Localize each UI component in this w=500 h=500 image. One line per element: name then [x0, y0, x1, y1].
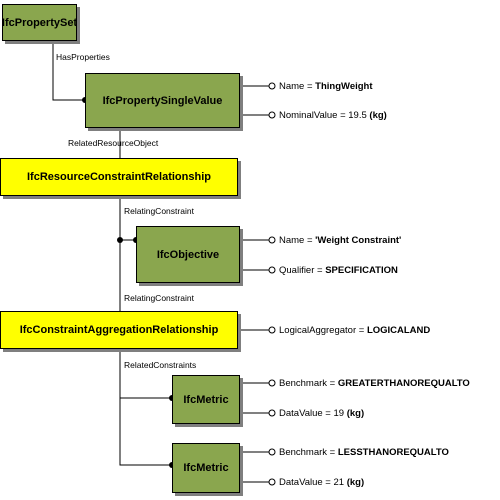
ifc-property-set-box: IfcPropertySet	[2, 4, 77, 41]
entity-label: IfcResourceConstraintRelationship	[27, 171, 211, 183]
entity-label: IfcMetric	[183, 462, 229, 474]
entity-label: IfcPropertySingleValue	[102, 94, 223, 107]
attribute-circle	[268, 409, 276, 417]
ifc-metric-box-1: IfcMetric	[172, 375, 240, 424]
related-constraints-label: RelatedConstraints	[124, 360, 197, 370]
entity-label: IfcMetric	[183, 393, 229, 406]
attribute-circle	[268, 111, 276, 119]
attribute-circle	[268, 478, 276, 486]
psv-nominal-value-attribute: NominalValue = 19.5 (kg)	[279, 110, 387, 121]
ifc-metric-box-2: IfcMetric	[172, 443, 240, 493]
logical-aggregator-attribute: LogicalAggregator = LOGICALAND	[279, 325, 431, 336]
has-properties-label: HasProperties	[56, 52, 110, 62]
attribute-circle	[268, 236, 276, 244]
relating-constraint-line-1	[119, 196, 136, 241]
entity-label: IfcConstraintAggregationRelationship	[19, 324, 219, 336]
attribute-circle	[268, 82, 276, 90]
ifc-objective-box: IfcObjective	[136, 226, 240, 283]
related-resource-object-label: RelatedResourceObject	[68, 138, 159, 148]
attribute-circle	[268, 448, 276, 456]
metric2-benchmark-attribute: Benchmark = LESSTHANOREQUALTO	[279, 447, 449, 458]
connector-dot	[117, 237, 123, 243]
ifc-resource-constraint-relationship-box: IfcResourceConstraintRelationship	[0, 158, 238, 196]
metric1-benchmark-attribute: Benchmark = GREATERTHANOREQUALTO	[279, 378, 470, 389]
metric1-datavalue-attribute: DataValue = 19 (kg)	[279, 408, 365, 419]
has-properties-line	[52, 41, 85, 101]
ifc-constraint-aggregation-relationship-box: IfcConstraintAggregationRelationship	[0, 311, 238, 349]
attribute-circle	[268, 266, 276, 274]
relating-constraint-label-1: RelatingConstraint	[124, 206, 194, 216]
relating-constraint-label-2: RelatingConstraint	[124, 293, 194, 303]
attribute-circle	[268, 326, 276, 334]
metric2-datavalue-attribute: DataValue = 21 (kg)	[279, 477, 365, 488]
entity-label: IfcPropertySet	[1, 16, 78, 29]
objective-qualifier-attribute: Qualifier = SPECIFICATION	[279, 265, 398, 276]
psv-name-attribute: Name = ThingWeight	[279, 81, 373, 92]
attribute-circle	[268, 379, 276, 387]
objective-name-attribute: Name = 'Weight Constraint'	[279, 235, 402, 246]
ifc-property-single-value-box: IfcPropertySingleValue	[85, 73, 240, 128]
related-constraints-line	[119, 349, 172, 466]
entity-label: IfcObjective	[156, 248, 220, 261]
